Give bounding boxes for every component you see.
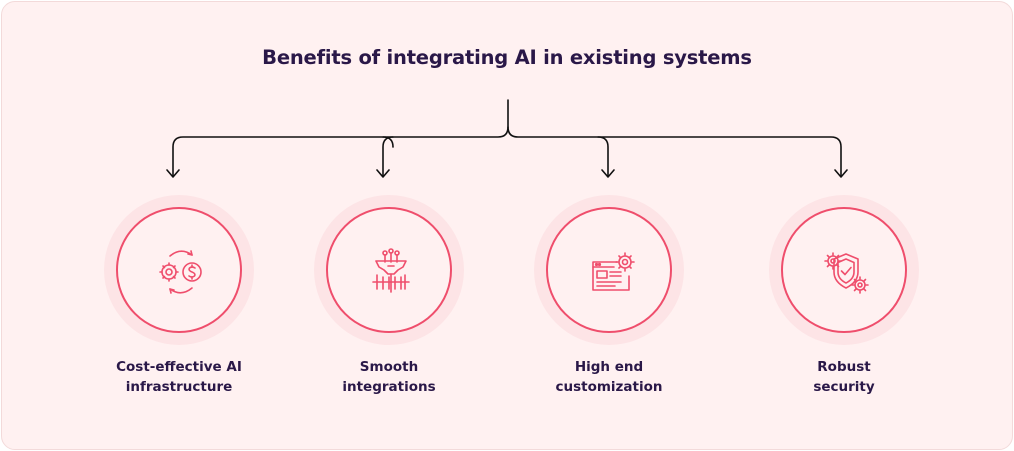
label-line1: Smooth xyxy=(359,359,419,375)
gear-dollar-cycle-icon xyxy=(159,250,202,294)
icon-ring xyxy=(326,207,452,333)
shield-gears-icon xyxy=(824,252,869,294)
label-line2: infrastructure xyxy=(125,379,233,395)
icon-ring xyxy=(781,207,907,333)
label-line1: Robust xyxy=(817,359,871,375)
benefit-label: High end customization xyxy=(509,357,709,397)
label-line2: integrations xyxy=(342,379,436,395)
benefit-label: Smooth integrations xyxy=(289,357,489,397)
benefit-label: Cost-effective AI infrastructure xyxy=(79,357,279,397)
label-line2: customization xyxy=(555,379,663,395)
label-line1: Cost-effective AI xyxy=(116,359,242,375)
diagram-title: Benefits of integrating AI in existing s… xyxy=(262,46,752,69)
label-line2: security xyxy=(813,379,875,395)
icon-ring xyxy=(116,207,242,333)
benefit-label: Robust security xyxy=(744,357,944,397)
integration-hub-icon xyxy=(372,248,410,293)
browser-gear-icon xyxy=(592,252,635,291)
icon-ring xyxy=(546,207,672,333)
label-line1: High end xyxy=(574,359,644,375)
